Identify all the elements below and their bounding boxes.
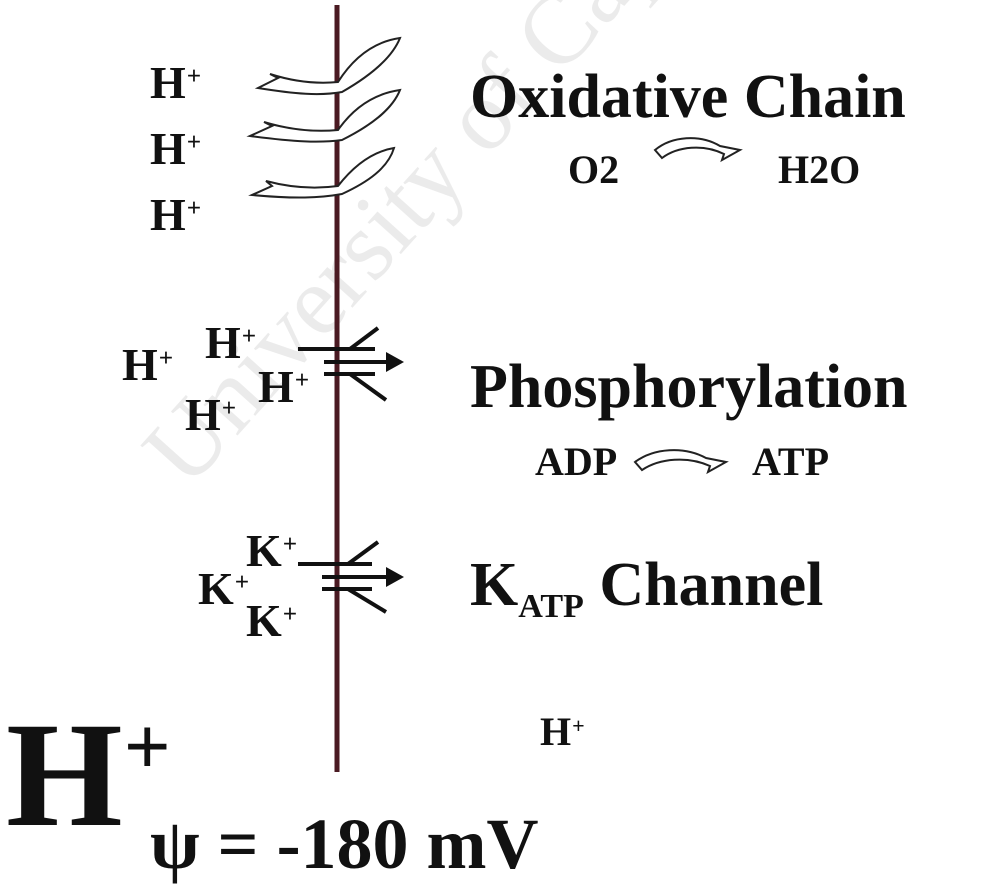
ion-h: H bbox=[540, 709, 572, 754]
ion-charge: + bbox=[241, 322, 257, 351]
ion-charge: + bbox=[221, 394, 237, 423]
katp-title-sub: ATP bbox=[518, 587, 584, 625]
ion-charge: + bbox=[282, 600, 298, 629]
o2-h2o-arrow bbox=[653, 137, 743, 163]
ion-charge: + bbox=[572, 712, 585, 738]
phosphorylation-reactant: ADP bbox=[535, 439, 618, 484]
katp-ion-1: K+ bbox=[246, 528, 297, 574]
ion-h: H bbox=[258, 361, 294, 412]
ion-charge: + bbox=[234, 568, 250, 597]
membrane-potential-label: ψ = -180 mV bbox=[150, 804, 539, 884]
proton-pump-arrow-3 bbox=[248, 146, 396, 199]
ion-charge: + bbox=[186, 194, 202, 223]
ion-charge: + bbox=[186, 62, 202, 91]
ion-h: H bbox=[150, 123, 186, 174]
phosphorylation-title: Phosphorylation bbox=[470, 353, 908, 421]
proton-pump-arrow-1 bbox=[254, 36, 402, 96]
ion-charge: + bbox=[186, 128, 202, 157]
matrix-ion: H+ bbox=[540, 712, 585, 752]
katp-ion-2: K+ bbox=[198, 566, 249, 612]
katp-title-main: K bbox=[470, 551, 519, 619]
oxidative-ion-2: H+ bbox=[150, 126, 201, 172]
adp-atp-arrow bbox=[633, 449, 729, 475]
ion-charge: + bbox=[123, 699, 171, 792]
phosphorylation-product: ATP bbox=[752, 439, 830, 484]
ion-k: K bbox=[198, 563, 234, 614]
oxidative-product: H2O bbox=[778, 147, 861, 192]
ion-h: H bbox=[205, 317, 241, 368]
atp-synthase-channel bbox=[298, 326, 404, 402]
katp-ion-3: K+ bbox=[246, 598, 297, 644]
phos-ion-3: H+ bbox=[258, 364, 309, 410]
katp-title-rest: Channel bbox=[583, 551, 824, 619]
oxidative-ion-3: H+ bbox=[150, 192, 201, 238]
ion-k: K bbox=[246, 595, 282, 646]
ion-h: H bbox=[185, 389, 221, 440]
ion-h: H bbox=[122, 339, 158, 390]
phos-ion-1: H+ bbox=[122, 342, 173, 388]
ion-h: H bbox=[150, 57, 186, 108]
ion-charge: + bbox=[294, 366, 310, 395]
phos-ion-2: H+ bbox=[205, 320, 256, 366]
oxidative-ion-1: H+ bbox=[150, 60, 201, 106]
oxidative-chain-title: Oxidative Chain bbox=[470, 63, 906, 131]
oxidative-chain-arrows bbox=[246, 36, 402, 199]
katp-channel-title: KATP Channel bbox=[470, 551, 824, 623]
phos-ion-4: H+ bbox=[185, 392, 236, 438]
big-proton-label: H+ bbox=[6, 700, 171, 850]
katp-channel bbox=[298, 540, 404, 614]
ion-k: K bbox=[246, 525, 282, 576]
ion-charge: + bbox=[158, 344, 174, 373]
proton-pump-arrow-2 bbox=[246, 88, 402, 143]
ion-h: H bbox=[150, 189, 186, 240]
oxidative-reactant: O2 bbox=[568, 147, 620, 192]
ion-charge: + bbox=[282, 530, 298, 559]
ion-h: H bbox=[6, 692, 123, 858]
